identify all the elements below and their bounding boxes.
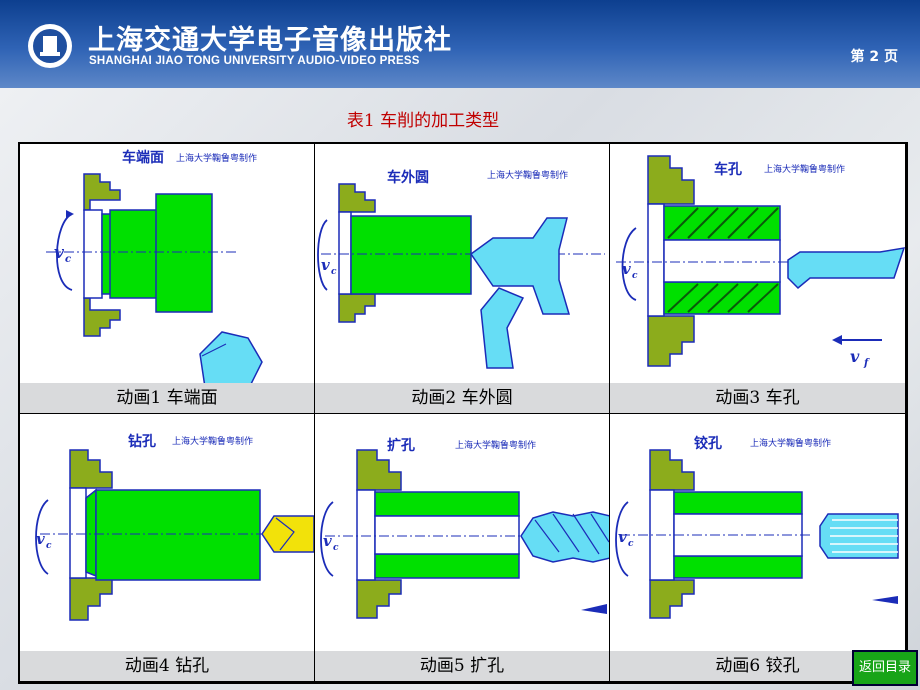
cell-drilling[interactable]: 钻孔 上海大学鞠鲁粤制作 v c 动画4 钻孔 <box>20 414 315 682</box>
feed-speed-symbol: v <box>850 347 860 366</box>
header-banner: 上海交通大学电子音像出版社 SHANGHAI JIAO TONG UNIVERS… <box>0 0 920 88</box>
chuck-jaw-top <box>338 183 376 213</box>
cell-label: 铰孔 <box>694 435 722 452</box>
chuck-jaw-bottom <box>69 577 113 621</box>
boring-bar <box>787 247 905 290</box>
turning-types-table: 车端面 上海大学鞠鲁粤制作 v c 动画1 车端面 车外圆 上海大学鞠鲁粤制作 <box>18 142 908 684</box>
cutting-speed-symbol: v <box>54 243 65 263</box>
credit-text: 上海大学鞠鲁粤制作 <box>172 435 253 447</box>
chuck-face <box>338 211 352 295</box>
cutting-speed-subscript: c <box>331 267 337 277</box>
cell-caption: 动画2 车外圆 <box>315 383 609 413</box>
cutting-speed-subscript: c <box>632 271 638 281</box>
workpiece <box>95 489 261 581</box>
chuck-jaw-bottom <box>649 579 695 619</box>
chuck-jaw-bottom <box>356 579 402 619</box>
workpiece-body <box>109 209 161 299</box>
cutting-tool <box>480 287 525 369</box>
workpiece <box>350 215 472 295</box>
cell-label: 钻孔 <box>128 433 156 450</box>
cutting-speed-symbol: v <box>323 532 332 550</box>
credit-text: 上海大学鞠鲁粤制作 <box>455 439 536 451</box>
drill-bit <box>261 515 314 553</box>
reaming-animation: 铰孔 上海大学鞠鲁粤制作 v c <box>615 435 899 619</box>
chuck-jaw-bottom <box>338 293 376 323</box>
workpiece-top <box>673 491 803 515</box>
chuck-jaw-bottom <box>647 315 695 367</box>
rotation-arrow <box>320 501 334 577</box>
publisher-name-cn: 上海交通大学电子音像出版社 <box>88 25 452 56</box>
cell-caption: 动画5 扩孔 <box>315 651 609 681</box>
table-title: 表1 车削的加工类型 <box>346 111 500 131</box>
cutting-speed-symbol: v <box>618 528 627 546</box>
page-number: 第 2 页 <box>850 49 899 65</box>
cell-caption: 动画3 车孔 <box>610 383 905 413</box>
chuck-jaw-top <box>356 449 402 491</box>
rotation-arrow <box>317 219 328 291</box>
cell-label: 车端面 <box>122 149 164 166</box>
workpiece-center <box>85 488 97 578</box>
cell-reaming[interactable]: 铰孔 上海大学鞠鲁粤制作 v c 动画6 铰孔 <box>610 414 906 682</box>
chuck-jaw-top <box>83 173 121 211</box>
chuck-face <box>69 487 87 579</box>
rotation-arrow <box>621 227 637 301</box>
cutting-speed-subscript: c <box>65 254 71 265</box>
cutting-speed-symbol: v <box>321 256 330 274</box>
cell-label: 车孔 <box>714 161 742 178</box>
chuck-jaw-bottom <box>83 297 121 337</box>
workpiece-flange <box>155 193 213 313</box>
facing-animation: 车端面 上海大学鞠鲁粤制作 v c <box>46 149 263 395</box>
counterboring-animation: 扩孔 上海大学鞠鲁粤制作 v c <box>320 437 609 619</box>
cell-facing[interactable]: 车端面 上海大学鞠鲁粤制作 v c 动画1 车端面 <box>20 144 315 414</box>
cutting-speed-subscript: c <box>628 539 634 549</box>
workpiece-bottom <box>673 555 803 579</box>
bore <box>374 515 520 555</box>
chuck-face <box>83 209 103 299</box>
university-logo-icon <box>28 24 72 68</box>
cutting-speed-symbol: v <box>622 260 631 278</box>
credit-text: 上海大学鞠鲁粤制作 <box>750 437 831 449</box>
cell-counterboring[interactable]: 扩孔 上海大学鞠鲁粤制作 v c 动画5 扩孔 <box>315 414 610 682</box>
credit-text: 上海大学鞠鲁粤制作 <box>176 152 257 164</box>
cell-label: 扩孔 <box>387 437 415 454</box>
publisher-name-en: SHANGHAI JIAO TONG UNIVERSITY AUDIO-VIDE… <box>89 55 420 67</box>
rotation-arrow <box>56 213 73 291</box>
workpiece-bottom <box>374 553 520 579</box>
back-to-contents-button[interactable]: 返回目录 <box>852 650 918 686</box>
cutting-speed-symbol: v <box>36 530 45 548</box>
rotation-arrow <box>35 499 49 575</box>
cell-caption: 动画4 钻孔 <box>20 651 314 681</box>
feed-speed-subscript: f <box>863 358 870 369</box>
credit-text: 上海大学鞠鲁粤制作 <box>764 163 845 175</box>
feed-arrow-icon <box>581 604 607 614</box>
chuck-jaw-top <box>69 449 113 489</box>
drilling-animation: 钻孔 上海大学鞠鲁粤制作 v c <box>35 433 314 621</box>
external-turning-animation: 车外圆 上海大学鞠鲁粤制作 v c <box>317 169 605 369</box>
bore <box>663 239 781 283</box>
boring-animation: 车孔 上海大学鞠鲁粤制作 v c v f <box>616 155 905 369</box>
chuck-face <box>647 203 665 317</box>
cell-caption: 动画1 车端面 <box>20 383 314 413</box>
credit-text: 上海大学鞠鲁粤制作 <box>487 169 568 181</box>
counterbore-tool <box>520 511 609 563</box>
cell-label: 车外圆 <box>387 169 429 186</box>
chuck-jaw-top <box>647 155 695 205</box>
chuck-face <box>356 489 376 581</box>
rotation-arrow <box>615 501 629 577</box>
chuck-jaw-top <box>649 449 695 491</box>
cutting-speed-subscript: c <box>333 543 339 553</box>
cell-external-turning[interactable]: 车外圆 上海大学鞠鲁粤制作 v c 动画2 车外圆 <box>315 144 610 414</box>
cutting-speed-subscript: c <box>46 541 52 551</box>
cell-boring[interactable]: 车孔 上海大学鞠鲁粤制作 v c v f <box>610 144 906 414</box>
workpiece-top <box>374 491 520 517</box>
feed-arrow-icon <box>872 596 898 604</box>
tailstock-center <box>469 217 571 315</box>
